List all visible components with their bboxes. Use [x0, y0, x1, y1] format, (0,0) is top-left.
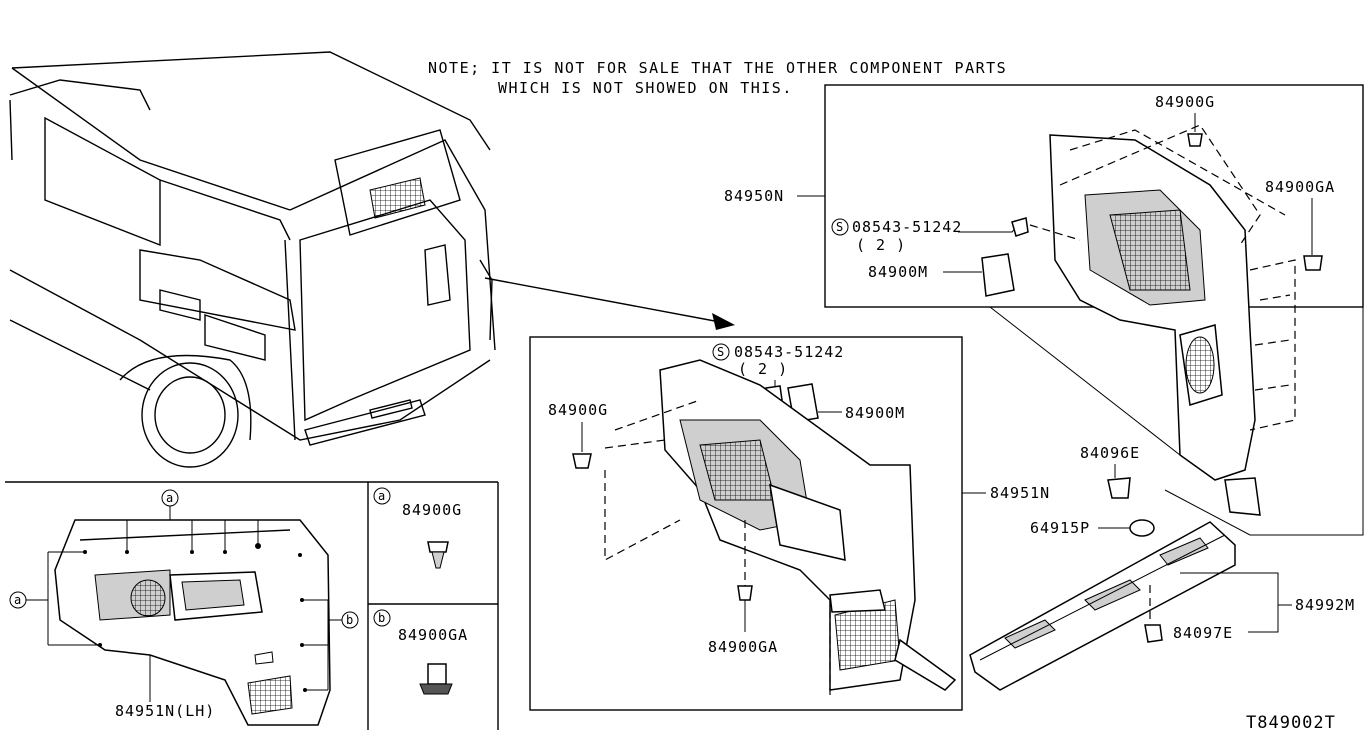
rh-trim-panel: [1029, 124, 1296, 516]
lh-panel-box: [529, 336, 963, 711]
label-84900GA-right: 84900GA: [1265, 178, 1335, 196]
callout-b-right-text: b: [346, 613, 353, 627]
note-line-1: NOTE; IT IS NOT FOR SALE THAT THE OTHER …: [428, 59, 1007, 77]
label-84951N: 84951N: [990, 484, 1050, 502]
note-line-2: WHICH IS NOT SHOWED ON THIS.: [498, 79, 793, 97]
van-rear-view: [9, 51, 496, 468]
label-84900M-mid: 84900M: [845, 404, 905, 422]
legend-b-clip-icon: [419, 663, 453, 695]
label-84950N: 84950N: [724, 187, 784, 205]
clip-84096E-icon: [1107, 477, 1131, 499]
screw-s-top: S: [836, 220, 843, 234]
screw-qty-top: ( 2 ): [856, 236, 906, 254]
screw-number-mid: 08543-51242: [734, 343, 844, 361]
clip-84900GA-mid-icon: [737, 585, 753, 601]
label-64915P: 64915P: [1030, 519, 1090, 537]
diagram-code: T849002T: [1246, 713, 1336, 733]
legend-b-letter: b: [378, 611, 385, 625]
clip-84900G-mid-icon: [572, 453, 592, 469]
step-plate-84992M: [969, 521, 1236, 691]
callout-a-top-text: a: [166, 491, 173, 505]
clip-84900GA-icon: [1303, 255, 1323, 271]
pointer-arrow: [484, 277, 721, 323]
label-84900G-mid: 84900G: [548, 401, 608, 419]
legend-b-part: 84900GA: [398, 626, 468, 644]
label-84097E: 84097E: [1173, 624, 1233, 642]
legend-a-clip-icon: [427, 541, 449, 569]
screw-number-top: 08543-51242: [852, 218, 962, 236]
label-84992M: 84992M: [1295, 596, 1355, 614]
legend-a-circle: [373, 487, 391, 505]
label-84900GA-mid: 84900GA: [708, 638, 778, 656]
callout-a-left-text: a: [14, 593, 21, 607]
label-84951N-LH: 84951N(LH): [115, 702, 215, 720]
legend-a-part: 84900G: [402, 501, 462, 519]
clip-84900G-icon: [1187, 133, 1203, 147]
screw-qty-mid: ( 2 ): [738, 360, 788, 378]
clip-84097E-icon: [1144, 624, 1163, 643]
cap-64915P-icon: [1129, 519, 1155, 537]
screw-s-icon-mid: [712, 343, 730, 361]
screw-icon-top: [1011, 217, 1029, 237]
lh-trim-panel: [604, 359, 957, 695]
arrow-head: [712, 313, 735, 330]
label-84096E: 84096E: [1080, 444, 1140, 462]
legend-a-letter: a: [378, 489, 385, 503]
legend-b-circle: [373, 609, 391, 627]
inner-panel-84951N-LH: [54, 519, 331, 726]
screw-s-mid: S: [717, 345, 724, 359]
label-84900M-top: 84900M: [868, 263, 928, 281]
screw-s-icon-top: [831, 218, 849, 236]
label-84900G-top: 84900G: [1155, 93, 1215, 111]
cover-84900M-top-icon: [981, 253, 1015, 297]
